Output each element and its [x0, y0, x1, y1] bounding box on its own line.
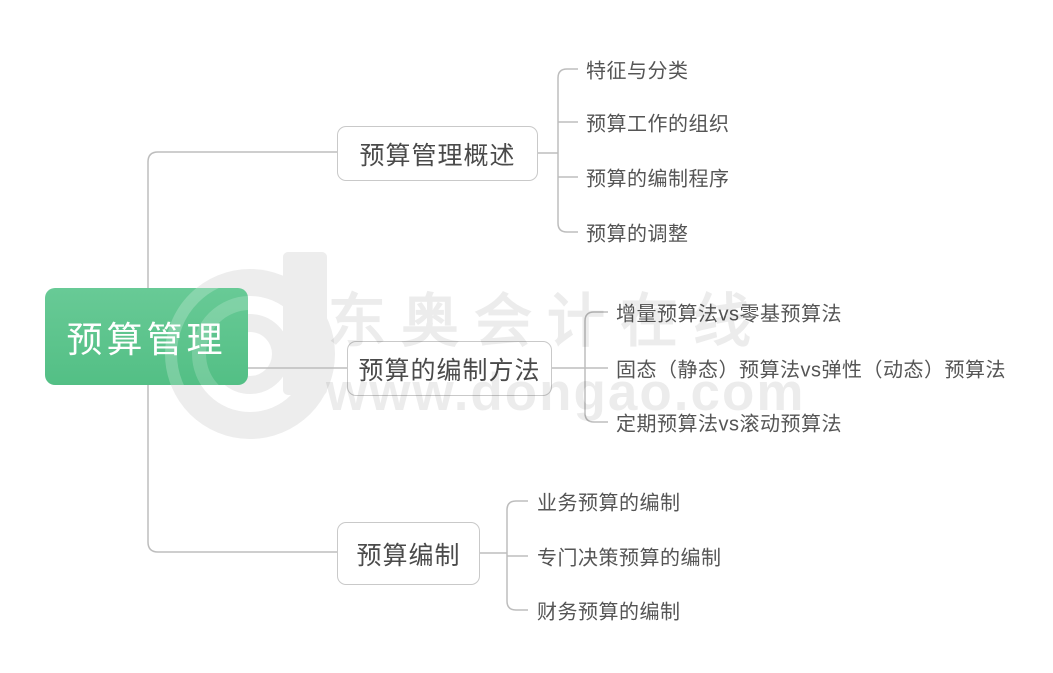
branch-node-2[interactable]: 预算的编制方法 [347, 341, 552, 396]
leaf-node-1-1[interactable]: 特征与分类 [586, 60, 689, 83]
leaf-node-2-3[interactable]: 定期预算法vs滚动预算法 [616, 413, 842, 436]
leaf-node-3-3[interactable]: 财务预算的编制 [537, 601, 681, 624]
leaf-node-1-2[interactable]: 预算工作的组织 [586, 113, 730, 136]
leaf-node-3-1[interactable]: 业务预算的编制 [537, 492, 681, 515]
leaf-node-1-3[interactable]: 预算的编制程序 [586, 168, 730, 191]
branch-node-3[interactable]: 预算编制 [337, 522, 480, 585]
root-node-label: 预算管理 [66, 318, 227, 360]
leaf-node-2-2[interactable]: 固态（静态）预算法vs弹性（动态）预算法 [616, 359, 1006, 382]
leaf-node-2-1[interactable]: 增量预算法vs零基预算法 [616, 303, 842, 326]
connector-path [584, 311, 608, 423]
root-node[interactable]: 预算管理 [45, 288, 248, 385]
leaf-node-1-4[interactable]: 预算的调整 [586, 223, 689, 246]
leaf-node-3-2[interactable]: 专门决策预算的编制 [537, 547, 722, 570]
branch-node-1[interactable]: 预算管理概述 [337, 126, 538, 181]
connector-path [557, 68, 578, 233]
